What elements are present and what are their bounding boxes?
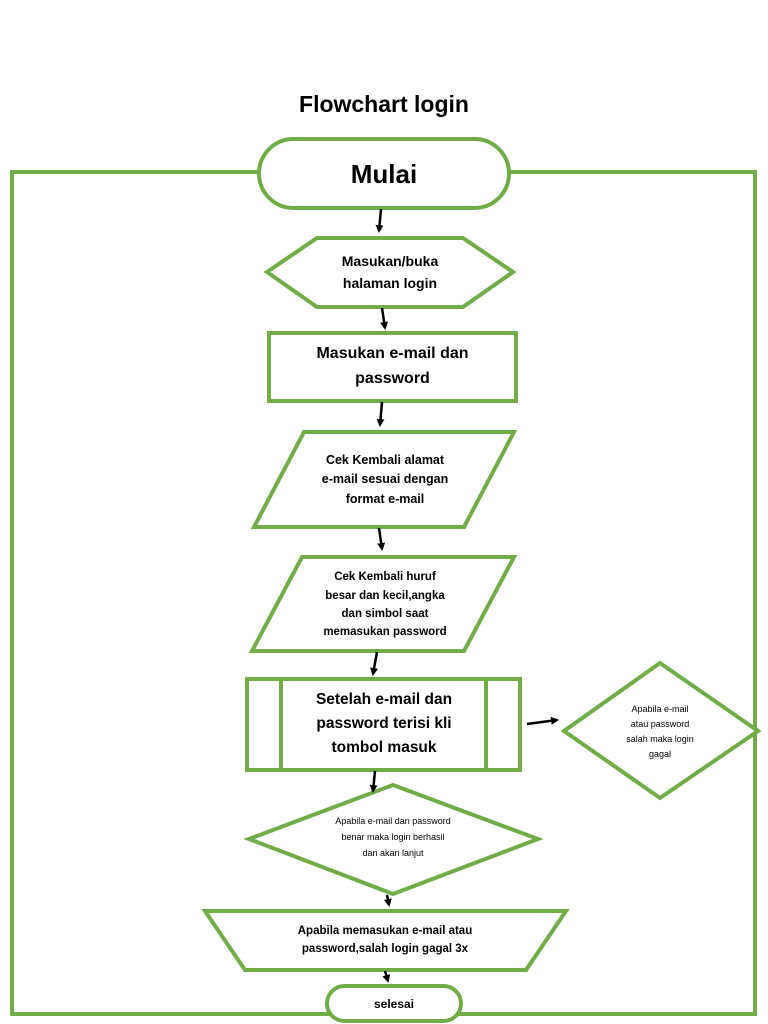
enter-credentials-process <box>267 331 518 403</box>
start-label: Mulai <box>350 158 418 189</box>
arrow-credentials-to-check-email <box>376 401 385 427</box>
arrow-success-to-fail-three-times <box>383 894 392 907</box>
login-failed-decision <box>560 660 762 801</box>
arrow-check-password-to-click-login <box>370 651 379 676</box>
arrow-fail-three-times-to-end <box>382 970 391 983</box>
arrow-start-to-open-login <box>375 208 384 233</box>
arrow-open-login-to-credentials <box>380 307 389 330</box>
click-login-predefined-process <box>245 677 522 772</box>
end-terminator <box>325 984 463 1023</box>
click-login-label: Setelah e-mail dan password terisi kli t… <box>315 690 453 756</box>
arrow-click-login-to-failed <box>526 716 559 726</box>
end-label: selesai <box>373 996 415 1011</box>
login-success-label: Apabila e-mail dan password benar maka l… <box>335 816 451 858</box>
arrow-check-email-to-check-password <box>377 527 386 551</box>
fail-three-times-trapezoid <box>201 909 570 972</box>
open-login-hexagon <box>263 236 517 309</box>
check-email-label: Cek Kembali alamat e-mail sesuai dengan … <box>321 452 449 506</box>
fail-three-times-label: Apabila memasukan e-mail atau password,s… <box>297 925 473 955</box>
diagram-title: Flowchart login <box>299 91 469 118</box>
login-failed-label: Apabila e-mail atau password salah maka … <box>626 704 694 759</box>
check-password-label: Cek Kembali huruf besar dan kecil,angka … <box>323 571 447 639</box>
enter-credentials-label: Masukan e-mail dan password <box>316 345 469 387</box>
check-email-parallelogram <box>250 430 518 529</box>
login-success-decision <box>243 782 544 897</box>
open-login-label: Masukan/buka halaman login <box>341 253 439 291</box>
check-password-parallelogram <box>248 555 518 653</box>
start-terminator <box>257 137 511 210</box>
arrow-click-login-to-success <box>369 770 378 793</box>
